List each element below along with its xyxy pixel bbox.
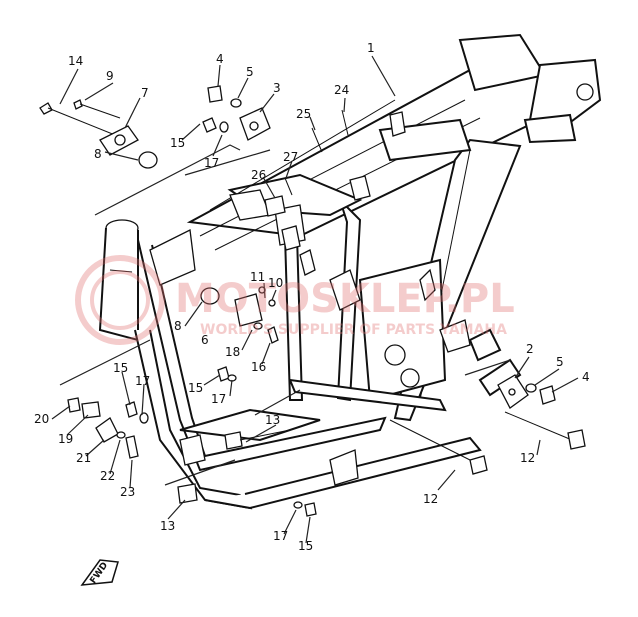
watermark: MOTOSKLEP.PL WORLD'S SUPPLIER OF PARTS Y… (75, 255, 515, 345)
callout-7: 7 (141, 86, 149, 100)
main-frame (98, 33, 602, 510)
callout-12: 12 (423, 492, 438, 506)
callout-11: 11 (250, 270, 265, 284)
callout-24: 24 (334, 83, 349, 97)
dashed-guides (59, 144, 511, 486)
callout-14: 14 (68, 54, 83, 68)
callout-4: 4 (216, 52, 224, 66)
watermark-logo-icon (75, 255, 165, 345)
callout-10: 10 (268, 276, 283, 290)
callout-20: 20 (34, 412, 49, 426)
callout-9: 9 (106, 69, 114, 83)
callout-25: 25 (296, 107, 311, 121)
fwd-arrow: FWD (80, 559, 119, 586)
callout-8: 8 (174, 319, 182, 333)
callout-5: 5 (556, 355, 564, 369)
callout-8: 8 (94, 147, 102, 161)
callout-15: 15 (188, 381, 203, 395)
callout-17: 17 (135, 374, 150, 388)
watermark-main-text: MOTOSKLEP.PL (175, 276, 515, 322)
loose-parts (39, 85, 586, 517)
callout-6: 6 (201, 333, 209, 347)
fwd-arrow-icon (80, 559, 119, 586)
callout-5: 5 (246, 65, 254, 79)
callout-13: 13 (160, 519, 175, 533)
callout-17: 17 (204, 156, 219, 170)
callout-1: 1 (367, 41, 375, 55)
callouts: 1 2 3 4 4 5 5 6 7 8 8 9 10 11 12 12 13 1… (34, 41, 590, 553)
callout-21: 21 (76, 451, 91, 465)
callout-13: 13 (265, 413, 280, 427)
callout-15: 15 (170, 136, 185, 150)
callout-17: 17 (273, 529, 288, 543)
callout-15: 15 (113, 361, 128, 375)
callout-3: 3 (273, 81, 281, 95)
callout-17: 17 (211, 392, 226, 406)
callout-26: 26 (251, 168, 266, 182)
callout-27: 27 (283, 150, 298, 164)
callout-23: 23 (120, 485, 135, 499)
watermark-sub-text: WORLD'S SUPPLIER OF PARTS YAMAHA (200, 322, 507, 338)
callout-16: 16 (251, 360, 266, 374)
callout-22: 22 (100, 469, 115, 483)
callout-2: 2 (526, 342, 534, 356)
callout-12: 12 (520, 451, 535, 465)
callout-19: 19 (58, 432, 73, 446)
callout-15: 15 (298, 539, 313, 553)
callout-leaders (51, 55, 579, 544)
callout-18: 18 (225, 345, 240, 359)
callout-4: 4 (582, 370, 590, 384)
